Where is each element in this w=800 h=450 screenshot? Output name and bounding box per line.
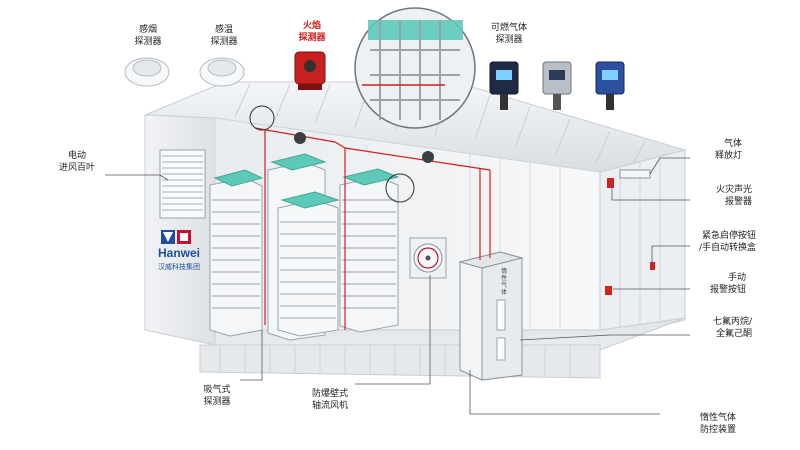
temp-detector-icon [199, 57, 245, 87]
flame-detector-icon [294, 51, 326, 90]
callout-circles [249, 105, 415, 203]
hanwei-logo-icon [161, 230, 191, 244]
label-smoke-detector: 感烟 探测器 [134, 25, 162, 47]
label-agent: 七氟丙烷/ 全氟己酮 [712, 317, 752, 339]
cabinet-label: 惰性气体 [501, 268, 508, 296]
label-temp-detector: 感温 探测器 [210, 25, 238, 47]
magnifier-inset [354, 7, 476, 129]
smoke-detector-icon [124, 57, 170, 87]
ceiling-detector-icon [294, 132, 434, 163]
leader-lines [105, 157, 690, 415]
label-gas-detector: 可燃气体 探测器 [490, 23, 527, 45]
brand-name: Hanwei [158, 246, 201, 260]
gas-detector-icons [489, 61, 625, 110]
label-manual-alarm: 手动 报警按钮 [709, 273, 746, 295]
label-emergency-button: 紧急启停按钮 /手自动转换盒 [698, 231, 756, 253]
label-fan: 防爆壁式 轴流风机 [311, 389, 348, 411]
label-fire-alarm: 火灾声光 报警器 [715, 185, 752, 207]
label-gas-release-light: 气体 释放灯 [714, 139, 742, 161]
inert-gas-cabinet [458, 251, 524, 381]
label-flame-detector: 火焰 探测器 [298, 21, 326, 43]
battery-racks [209, 153, 400, 341]
louver-vent [159, 149, 206, 219]
axial-fan-icon [409, 237, 447, 279]
label-aspirating-detector: 吸气式 探测器 [203, 385, 231, 407]
label-inert-gas-device: 惰性气体 防控装置 [699, 413, 736, 435]
label-louver: 电动 进风百叶 [58, 151, 95, 173]
brand-subtitle: 汉威科技集团 [158, 263, 200, 271]
